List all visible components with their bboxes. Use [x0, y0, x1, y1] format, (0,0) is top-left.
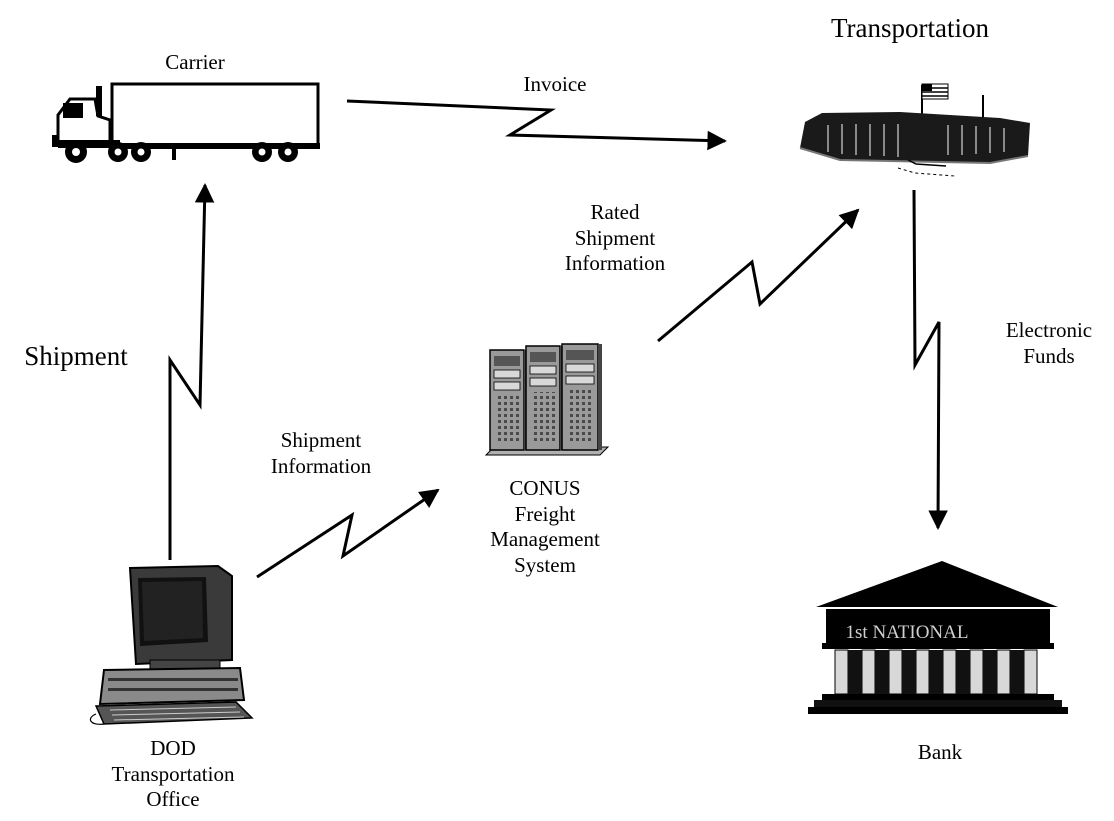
server-icon [484, 343, 610, 456]
shipment-information-label: Shipment Information [270, 428, 372, 478]
conus-label: CONUS Freight Management System [490, 476, 600, 577]
bank-label: Bank [917, 740, 963, 764]
bank-sign: 1st NATIONAL [846, 622, 969, 643]
invoice-label: Invoice [523, 72, 587, 96]
electronic-funds-label: Electronic Funds [1005, 318, 1093, 368]
edge-funds-arrow [912, 189, 948, 530]
transportation-label: Transportation [830, 13, 989, 43]
edge-shipment-arrow [168, 183, 215, 560]
truck-icon [52, 82, 320, 163]
computer-icon [89, 564, 254, 725]
bank-building-icon: 1st NATIONAL [808, 561, 1068, 714]
edge-shipment-info-arrow [256, 488, 440, 579]
edge-invoice-arrow [346, 99, 727, 151]
shipment-label: Shipment [24, 341, 128, 371]
edge-rated-arrow [657, 208, 860, 343]
dod-label: DOD Transportation Office [111, 736, 235, 812]
transportation-building-icon [799, 83, 1030, 177]
flag-icon [921, 83, 949, 100]
rated-shipment-label: Rated Shipment Information [564, 200, 666, 276]
carrier-label: Carrier [165, 50, 225, 74]
